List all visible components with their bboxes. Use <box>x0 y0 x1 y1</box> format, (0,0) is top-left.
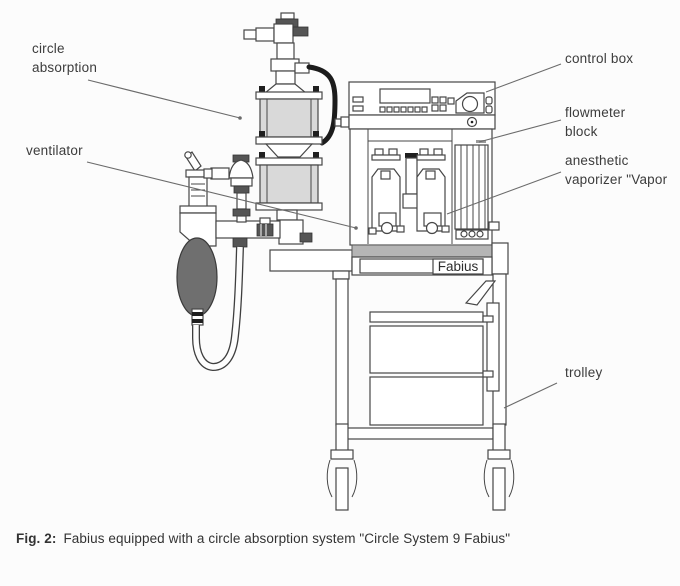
machine-shelf <box>351 242 509 275</box>
apl-valve <box>179 151 217 214</box>
label-circle-absorption: circle absorption <box>32 40 97 78</box>
absorber-mount-arm <box>269 249 353 272</box>
leader-lines <box>86 63 562 409</box>
trolley-drawer-lower <box>369 376 484 426</box>
sample-hose <box>306 64 338 146</box>
label-flowmeter-block: flowmeter block <box>565 104 625 142</box>
figure-caption: Fig. 2: Fabius equipped with a circle abs… <box>16 531 672 546</box>
inspiratory-valve <box>203 154 254 223</box>
caster-right <box>483 423 515 511</box>
absorber-canister-lower <box>255 152 323 245</box>
label-line: block <box>565 123 598 139</box>
nameplate-text: Fabius <box>438 259 479 274</box>
rotary-knob <box>461 95 479 113</box>
fresh-gas-connector <box>243 12 310 94</box>
trolley-drawer-upper <box>369 325 484 374</box>
label-trolley: trolley <box>565 364 602 383</box>
label-line: vaporizer "Vapor <box>565 171 668 187</box>
vaporizer-left <box>368 148 405 235</box>
nameplate: Fabius <box>351 256 493 276</box>
vaporizer-right <box>416 148 450 235</box>
caster-left <box>326 423 358 511</box>
caption-number: Fig. 2: <box>16 531 57 546</box>
label-line: trolley <box>565 365 603 380</box>
label-ventilator: ventilator <box>26 142 83 161</box>
label-line: circle <box>32 41 65 56</box>
fresh-gas-valve <box>256 217 274 237</box>
label-line: anesthetic <box>565 153 629 168</box>
label-line: ventilator <box>26 143 83 158</box>
flowmeter-block <box>454 140 500 240</box>
absorber-canister-upper <box>255 86 323 158</box>
breathing-bag <box>176 237 218 326</box>
label-control-box: control box <box>565 50 633 69</box>
machine-top-rail <box>334 114 496 130</box>
trolley-frame <box>332 270 507 440</box>
label-line: control box <box>565 51 634 66</box>
label-anesthetic-vaporizer: anesthetic vaporizer "Vapor <box>565 152 680 190</box>
breathing-hose <box>192 237 248 372</box>
control-box-panel <box>348 81 496 116</box>
label-line: absorption <box>32 59 98 75</box>
label-line: flowmeter <box>565 105 626 120</box>
caption-text: Fabius equipped with a circle absorption… <box>63 531 511 546</box>
